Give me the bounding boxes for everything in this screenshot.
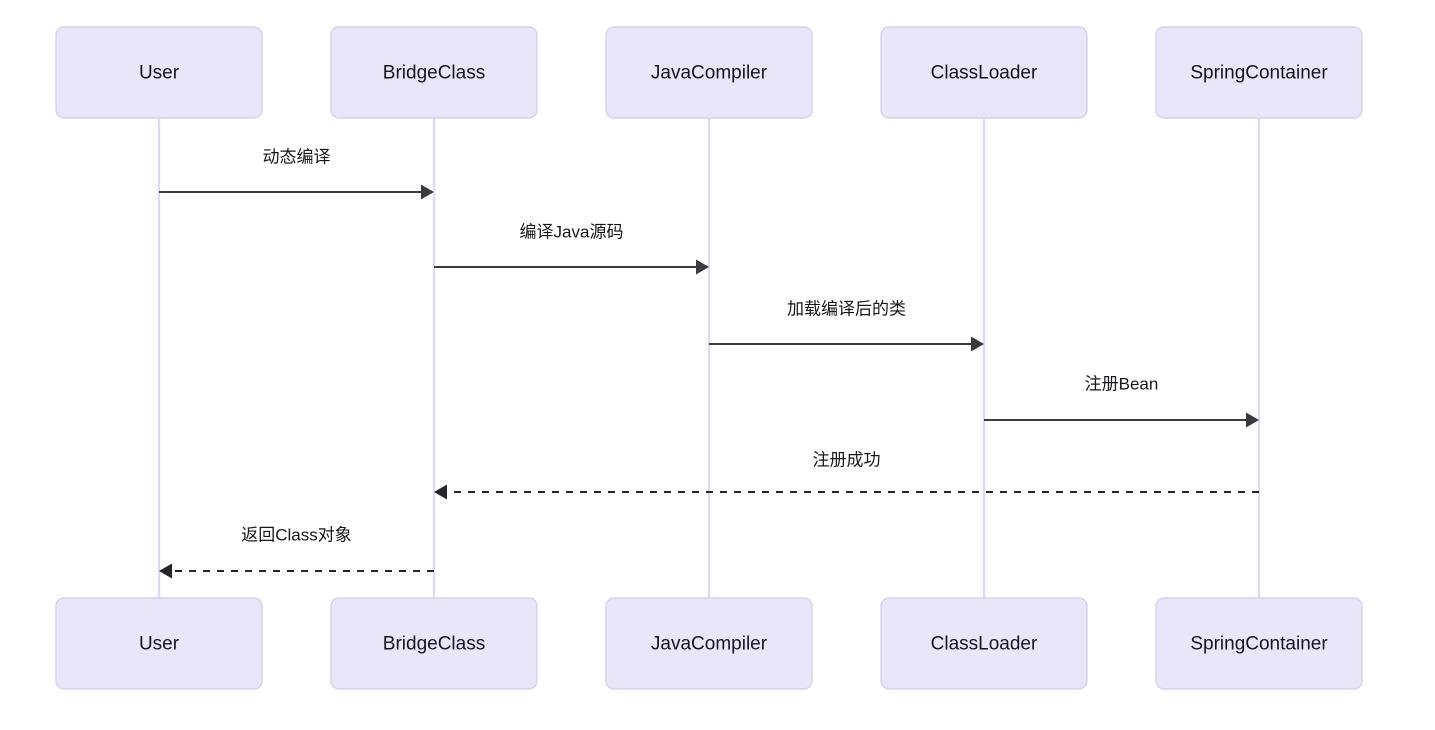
participant-label-user: User (139, 63, 180, 84)
participant-box-bottom-user[interactable]: User (55, 597, 263, 690)
participant-box-bottom-springcontainer[interactable]: SpringContainer (1155, 597, 1363, 690)
message-4[interactable]: 注册Bean (984, 374, 1259, 428)
message-arrowhead-6 (159, 563, 172, 579)
participant-box-rect (605, 26, 813, 119)
message-arrowhead-2 (696, 259, 709, 275)
message-2[interactable]: 编译Java源码 (434, 222, 709, 275)
message-3[interactable]: 加载编译后的类 (709, 299, 984, 352)
participant-box-rect (1155, 597, 1363, 690)
participant-box-bottom-classloader[interactable]: ClassLoader (880, 597, 1088, 690)
participant-label-classloader: ClassLoader (931, 634, 1038, 655)
participant-box-top-classloader[interactable]: ClassLoader (880, 26, 1088, 119)
participant-box-rect (55, 597, 263, 690)
message-arrowhead-3 (971, 336, 984, 352)
message-arrowhead-4 (1246, 412, 1259, 428)
message-arrowhead-1 (421, 184, 434, 200)
participant-box-rect (605, 597, 813, 690)
participant-label-bridgeclass: BridgeClass (383, 63, 485, 84)
participant-box-rect (55, 26, 263, 119)
participant-box-rect (330, 597, 538, 690)
message-label-4: 注册Bean (1085, 374, 1159, 393)
participant-box-rect (880, 26, 1088, 119)
participant-label-javacompiler: JavaCompiler (651, 63, 768, 84)
message-label-3: 加载编译后的类 (787, 299, 906, 318)
message-label-5: 注册成功 (813, 450, 881, 469)
participant-box-top-user[interactable]: User (55, 26, 263, 119)
participant-top-boxes: User BridgeClass JavaCompiler ClassLoader Sp… (55, 26, 1363, 119)
message-arrowhead-5 (434, 484, 447, 500)
participant-label-user: User (139, 634, 180, 655)
message-label-1: 动态编译 (263, 147, 331, 166)
participant-box-bottom-bridgeclass[interactable]: BridgeClass (330, 597, 538, 690)
participant-label-springcontainer: SpringContainer (1190, 634, 1328, 655)
participant-label-bridgeclass: BridgeClass (383, 634, 485, 655)
message-label-6: 返回Class对象 (241, 525, 352, 544)
participant-box-rect (880, 597, 1088, 690)
participant-box-top-springcontainer[interactable]: SpringContainer (1155, 26, 1363, 119)
message-5[interactable]: 注册成功 (434, 450, 1259, 500)
lifelines-group (157, 118, 1261, 598)
message-6[interactable]: 返回Class对象 (159, 525, 434, 579)
participant-box-top-javacompiler[interactable]: JavaCompiler (605, 26, 813, 119)
participant-label-classloader: ClassLoader (931, 63, 1038, 84)
participant-bottom-boxes: User BridgeClass JavaCompiler ClassLoader Sp… (55, 597, 1363, 690)
message-1[interactable]: 动态编译 (159, 147, 434, 200)
participant-box-bottom-javacompiler[interactable]: JavaCompiler (605, 597, 813, 690)
participant-box-rect (1155, 26, 1363, 119)
participant-label-springcontainer: SpringContainer (1190, 63, 1328, 84)
participant-label-javacompiler: JavaCompiler (651, 634, 768, 655)
participant-box-rect (330, 26, 538, 119)
message-label-2: 编译Java源码 (520, 222, 624, 241)
participant-box-top-bridgeclass[interactable]: BridgeClass (330, 26, 538, 119)
